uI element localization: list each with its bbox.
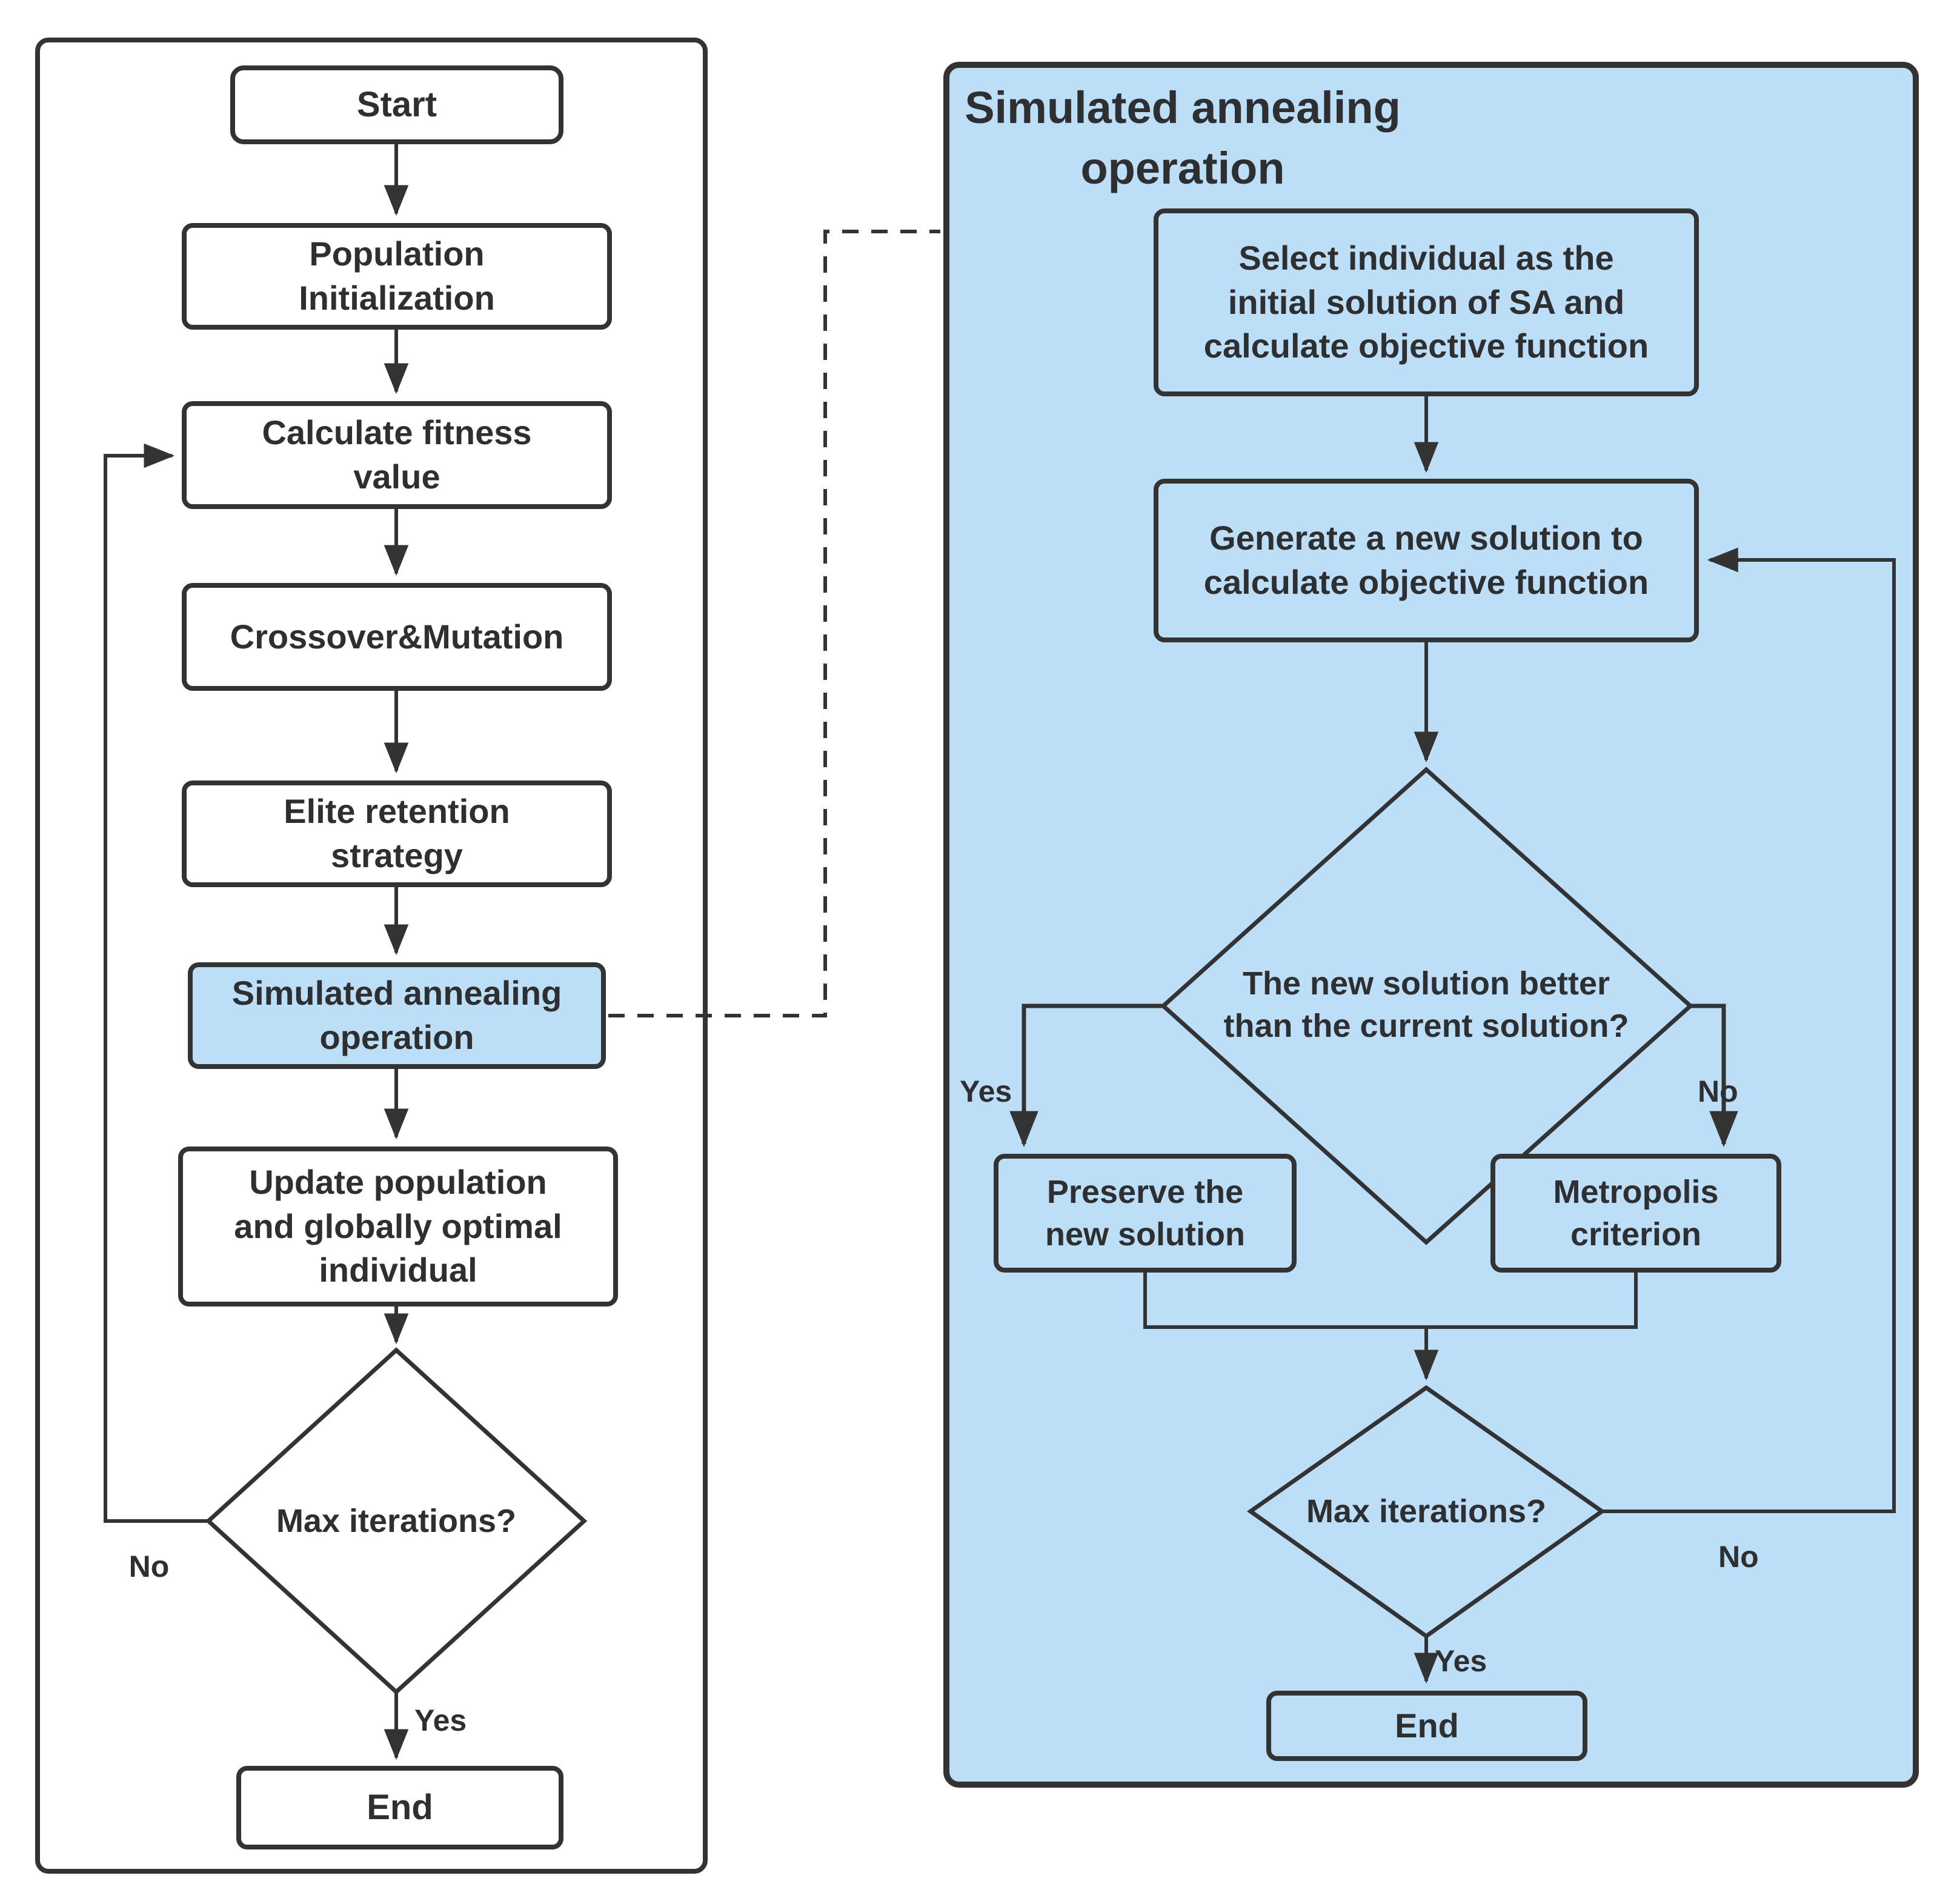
node-preserve-solution: Preserve the new solution [994,1154,1297,1273]
branch-label-yes-left: Yes [414,1703,467,1737]
edge-better-yes [1009,1004,1163,1147]
node-end-right: End [1266,1691,1587,1761]
branch-label-max-yes: Yes [1435,1644,1487,1678]
node-generate-solution: Generate a new solution to calculate obj… [1154,479,1699,642]
label-max-iterations-right: Max iterations? [1306,1493,1547,1530]
dashed-connector [608,230,940,1017]
edge-decision-no-loop [104,443,208,1523]
node-calculate-fitness: Calculate fitness value [182,401,612,509]
label-new-solution-better: The new solution better than the current… [1223,965,1629,1044]
node-elite-retention: Elite retention strategy [182,781,612,887]
node-start: Start [230,65,563,144]
branch-label-better-no: No [1698,1074,1738,1108]
label-max-iterations-left: Max iterations? [276,1502,517,1539]
edge-better-no [1690,1004,1738,1147]
node-simulated-annealing: Simulated annealing operation [188,962,606,1069]
new-solution-better-diamond [1160,767,1694,1245]
node-select-individual: Select individual as the initial solutio… [1154,208,1699,396]
branch-label-better-yes: Yes [960,1074,1012,1108]
node-update-population: Update population and globally optimal i… [178,1147,618,1307]
edge-maxiter-no-loop [1602,547,1896,1513]
right-panel-title: Simulated annealing operation [965,82,1401,193]
node-end-left: End [236,1766,563,1849]
node-metropolis-criterion: Metropolis criterion [1490,1154,1781,1273]
node-population-initialization: Population Initialization [182,223,612,330]
branch-label-no-left: No [128,1549,170,1583]
node-crossover-mutation: Crossover&Mutation [182,583,612,691]
branch-label-max-no: No [1718,1540,1759,1574]
